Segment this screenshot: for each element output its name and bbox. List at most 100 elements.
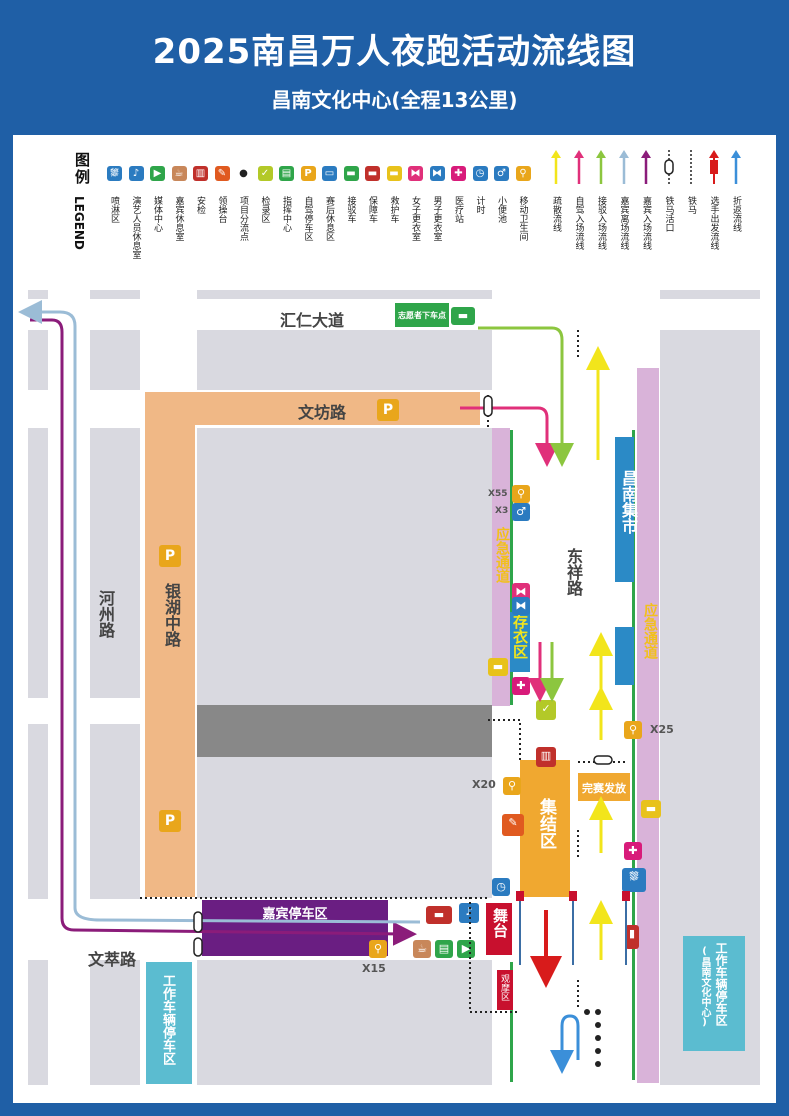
medical-icon: ✚ [512, 677, 530, 695]
staff-parking-right [683, 936, 745, 1051]
toilet-icon: ⚲ [512, 485, 530, 503]
map-subtitle: 昌南文化中心(全程13公里) [271, 88, 518, 112]
legend-label: 疏散流线 [551, 196, 561, 232]
legend-label: 女子更衣室 [410, 196, 420, 241]
lane-line [632, 430, 635, 1080]
marker-x3: X3 [495, 506, 509, 516]
parking-icon: P [377, 399, 399, 421]
legend-label: 领操台 [216, 196, 227, 223]
marker-x25: X25 [650, 723, 674, 736]
city-block [90, 428, 140, 698]
city-block [90, 330, 140, 390]
road-label-wenfang: 文坊路 [298, 403, 347, 422]
city-block [197, 290, 492, 299]
microphone-icon: ♪ [128, 166, 144, 181]
central-block [197, 428, 492, 898]
guest-parking-label: 嘉宾停车区 [262, 907, 328, 922]
urinal-icon: ♂ [512, 503, 530, 521]
media-icon: ▶ [150, 166, 165, 181]
market-label: 昌南集市 [619, 470, 638, 534]
road-label-yinhu: 银湖中路 [162, 583, 181, 647]
finish-distribution-label: 完赛发放 [582, 782, 626, 795]
shuttle-bus-icon: ▬ [451, 307, 475, 325]
assembly-label: 集结区 [536, 798, 556, 849]
market-area [615, 437, 634, 582]
emergency-lane-left-label: 应急通道 [494, 527, 510, 583]
staff-parking-right-sub: (昌南文化中心) [699, 946, 710, 1028]
urinal-icon: ♂ [494, 166, 509, 181]
legend-label: 医疗站 [453, 196, 463, 223]
city-block [90, 960, 140, 1085]
staff-parking-left-label: 工作车辆停车区 [160, 974, 175, 1065]
assembly-area [520, 760, 570, 897]
legend-label: 项目分流点 [238, 196, 248, 241]
shower-icon: ⛆ [107, 166, 122, 181]
guest-exit-arrow-icon [618, 150, 629, 184]
womens-locker-icon: ⧓ [512, 583, 530, 601]
barrier-icon [690, 150, 692, 184]
marker-x55: X55 [488, 489, 508, 499]
parking-icon: P [300, 166, 316, 181]
medical-icon: ✚ [451, 166, 466, 181]
exercise-icon: ✎ [502, 814, 524, 836]
support-bus-icon: ▬ [426, 906, 452, 924]
toilet-icon: ⚲ [624, 721, 642, 739]
legend-title: 图例 [73, 152, 91, 186]
support-bus-icon: ▬ [365, 166, 380, 181]
legend-label: 计时 [474, 196, 485, 214]
legend-label: 接驳车 [345, 196, 356, 223]
parking-icon: P [159, 545, 181, 567]
security-icon: ▥ [193, 166, 208, 181]
emergency-lane-right-label: 应急通道 [642, 603, 658, 659]
legend-label: 选手出发流线 [708, 196, 719, 250]
city-block [90, 724, 140, 899]
guest-parking-area [202, 900, 388, 956]
legend-label: 自驾停车区 [302, 196, 313, 241]
legend-label: 铁马 [686, 196, 696, 214]
lane-line [510, 962, 513, 1082]
barrier-gap-icon [663, 150, 674, 184]
evacuation-arrow-icon [551, 150, 561, 184]
command-icon: ▤ [279, 166, 294, 181]
mens-locker-icon: ⧓ [429, 166, 445, 181]
exercise-icon: ✎ [214, 166, 230, 181]
legend-label: 嘉宾入场流线 [641, 196, 651, 250]
shuttle-icon: ▬ [343, 166, 359, 181]
legend-label: 指挥中心 [281, 196, 291, 232]
city-block [90, 290, 140, 299]
checkin-icon: ✓ [257, 166, 273, 181]
volunteer-dropoff-badge [395, 303, 449, 327]
city-block [28, 290, 48, 299]
cloakroom-area [510, 612, 530, 672]
legend-label: 移动卫生间 [517, 196, 528, 241]
legend-label: 男子更衣室 [431, 196, 442, 241]
road-label-wencui: 文萃路 [88, 950, 137, 969]
city-block [28, 724, 48, 899]
legend-label: 检录区 [259, 196, 270, 223]
self-drive-arrow-icon [573, 150, 584, 184]
shower-icon: ⛆ [622, 868, 646, 892]
legend-title-en: LEGEND [72, 196, 86, 250]
legend-label: 媒体中心 [152, 196, 162, 232]
legend-label: 小便池 [496, 196, 506, 223]
shuttle-arrow-icon [596, 150, 606, 184]
stage-label: 舞台 [491, 908, 509, 938]
legend-label: 保障车 [367, 196, 377, 223]
central-divider [197, 705, 492, 757]
legend-label: 自驾入场流线 [573, 196, 584, 250]
cloakroom-label: 存衣区 [511, 614, 529, 659]
mens-locker-icon: ⧓ [512, 597, 530, 615]
coffee-icon: ☕ [413, 940, 431, 958]
womens-locker-icon: ⧓ [408, 166, 423, 181]
city-block [28, 428, 48, 698]
legend-label: 演艺人员休息室 [130, 196, 141, 259]
start-arrow-icon [708, 150, 719, 184]
marker-x20: X20 [472, 778, 496, 791]
legend-label: 喷淋区 [109, 196, 119, 223]
staff-parking-right-label: 工作车辆停车区 [714, 942, 728, 1026]
parking-icon: P [159, 810, 181, 832]
toilet-icon: ⚲ [515, 166, 531, 181]
city-block [197, 330, 492, 390]
city-block [660, 290, 760, 299]
